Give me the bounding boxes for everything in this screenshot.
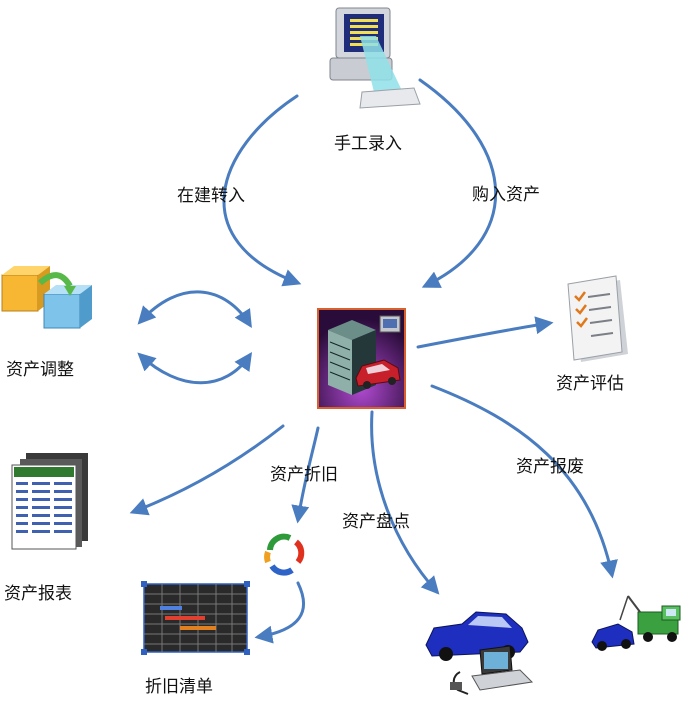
- arrow-construction-transfer: [222, 94, 302, 287]
- computer-terminal-icon: [329, 7, 421, 109]
- arrow-evaluation: [416, 316, 554, 349]
- arrow-depreciation: [291, 426, 320, 524]
- building-car-icon: [317, 308, 406, 409]
- arrow-inventory: [370, 410, 440, 595]
- arrow-adjust-lower: [137, 352, 253, 385]
- label-depreciation-list: 折旧清单: [145, 677, 213, 697]
- cycle-icon: [264, 533, 305, 576]
- label-asset-evaluation: 资产评估: [556, 374, 624, 394]
- label-purchase-assets: 购入资产: [472, 185, 540, 205]
- spreadsheet-icon: [141, 581, 250, 655]
- label-asset-depreciation: 资产折旧: [270, 465, 338, 485]
- label-asset-scrap: 资产报废: [516, 457, 584, 477]
- arrow-scrap: [430, 384, 618, 579]
- report-sheets-icon: [11, 453, 88, 550]
- arrow-report: [129, 424, 285, 516]
- blocks-transfer-icon: [1, 266, 92, 329]
- label-asset-report: 资产报表: [4, 584, 72, 604]
- checklist-icon: [567, 275, 628, 362]
- arrow-adjust-upper: [137, 290, 252, 329]
- label-asset-adjustment: 资产调整: [6, 360, 74, 380]
- label-construction-transfer: 在建转入: [177, 186, 245, 206]
- label-asset-inventory: 资产盘点: [342, 512, 410, 532]
- arrow-purchase-assets: [418, 78, 498, 288]
- arrow-cycle-to-list: [254, 581, 305, 644]
- label-manual-entry: 手工录入: [334, 134, 402, 154]
- tow-truck-icon: [591, 595, 681, 651]
- car-laptop-icon: [425, 611, 534, 695]
